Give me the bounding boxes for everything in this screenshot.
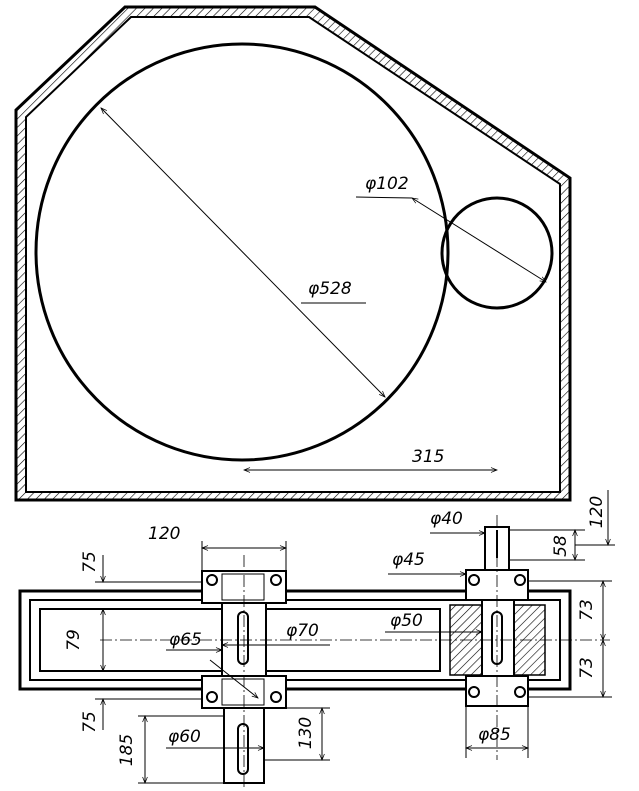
left-top-bearing-inner <box>221 573 265 601</box>
small-gear-circle <box>440 196 554 310</box>
dim-75-top-label: 75 <box>80 551 100 573</box>
left-output-keyway <box>237 723 249 775</box>
dim-75-bottom-label: 75 <box>80 711 100 733</box>
bearing-ball <box>468 574 480 586</box>
bearing-ball <box>206 691 218 703</box>
housing-outer-outline <box>14 5 572 502</box>
extension-line <box>209 659 259 699</box>
dim-phi60-label: φ60 <box>168 727 201 747</box>
dim-phi50-label: φ50 <box>390 611 423 631</box>
bearing-ball <box>206 574 218 586</box>
bearing-ball <box>514 686 526 698</box>
dim-73-upper-label: 73 <box>577 599 597 621</box>
small-gear-diameter-label: φ102 <box>365 174 409 194</box>
dim-130-label: 130 <box>296 717 316 749</box>
side-view: 120 75 79 75 185 130 φ65 φ70 φ60 φ <box>18 490 615 787</box>
bearing-ball <box>270 691 282 703</box>
left-bottom-bearing-inner <box>221 678 265 706</box>
dim-185-label: 185 <box>117 734 137 766</box>
dim-79-label: 79 <box>64 629 84 651</box>
dim-phi65-label: φ65 <box>169 630 202 650</box>
dim-phi40-label: φ40 <box>430 509 463 529</box>
bearing-ball <box>514 574 526 586</box>
large-gear-diameter-label: φ528 <box>308 279 352 299</box>
small-gear-diameter-line <box>411 197 547 283</box>
housing-wall-hatch <box>16 7 570 500</box>
dim-phi70-label: φ70 <box>286 621 319 641</box>
top-view: φ528 φ102 315 <box>14 5 572 502</box>
dim-73-lower-label: 73 <box>577 657 597 679</box>
dim-phi85-label: φ85 <box>478 725 511 745</box>
dim-120-width-label: 120 <box>148 524 180 544</box>
bearing-ball <box>468 686 480 698</box>
housing-inner-outline <box>25 16 561 493</box>
left-hub-keyway <box>237 611 249 665</box>
small-gear-leader <box>355 196 413 199</box>
dim-58-label: 58 <box>551 535 571 557</box>
large-gear-diameter-line <box>100 107 386 398</box>
dim-phi45-label: φ45 <box>392 550 425 570</box>
dim-120-right-label: 120 <box>587 496 607 528</box>
center-distance-label: 315 <box>412 447 444 467</box>
bearing-ball <box>270 574 282 586</box>
